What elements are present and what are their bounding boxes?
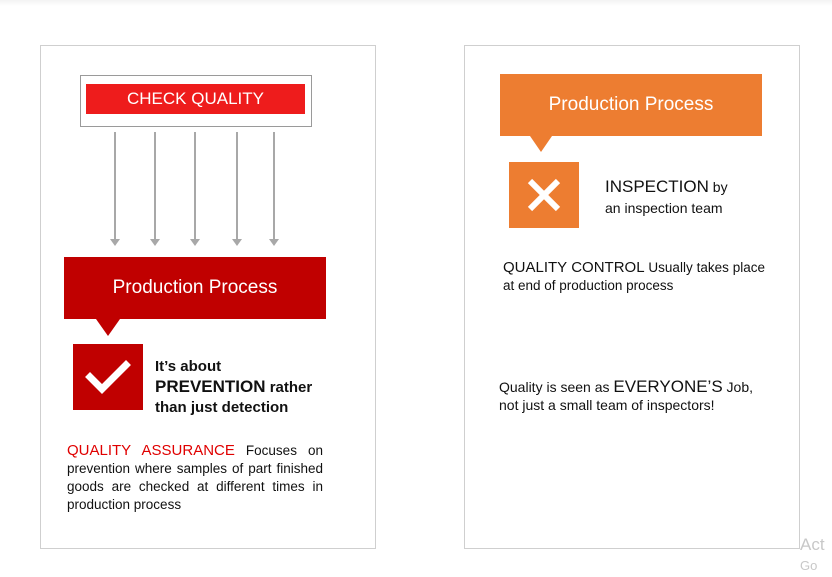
prevention-emphasis: PREVENTION	[155, 377, 266, 396]
quality-assurance-panel: CHECK QUALITY Production Process It’s ab…	[40, 45, 376, 549]
inspection-statement: INSPECTION by an inspection team	[605, 177, 728, 216]
inspection-emphasis: INSPECTION	[605, 177, 709, 196]
down-arrow	[190, 132, 200, 246]
activation-watermark: Act	[800, 535, 825, 554]
checkmark-icon	[73, 344, 143, 410]
quality-control-description: QUALITY CONTROL Usually takes place at e…	[503, 259, 765, 293]
everyone-emphasis: EVERYONE’S	[613, 377, 723, 396]
down-arrow	[232, 132, 242, 246]
quality-assurance-description: QUALITY ASSURANCE Focuses on prevention …	[67, 442, 323, 512]
check-quality-banner: CHECK QUALITY	[86, 84, 305, 114]
production-process-callout: Production Process	[64, 257, 326, 336]
quality-control-heading: QUALITY CONTROL	[503, 259, 645, 276]
quality-control-panel: Production Process INSPECTION by an insp…	[464, 45, 800, 549]
down-arrow	[150, 132, 160, 246]
activation-watermark-sub: Go	[800, 558, 818, 573]
down-arrow	[269, 132, 279, 246]
quality-assurance-heading: QUALITY ASSURANCE	[67, 442, 235, 459]
down-arrow	[110, 132, 120, 246]
x-mark-icon	[509, 162, 579, 228]
production-process-callout: Production Process	[500, 74, 762, 152]
check-quality-frame: CHECK QUALITY	[80, 75, 312, 127]
prevention-statement: It’s about PREVENTION rather than just d…	[155, 358, 313, 416]
everyone-job-statement: Quality is seen as EVERYONE’S Job, not j…	[499, 377, 754, 414]
